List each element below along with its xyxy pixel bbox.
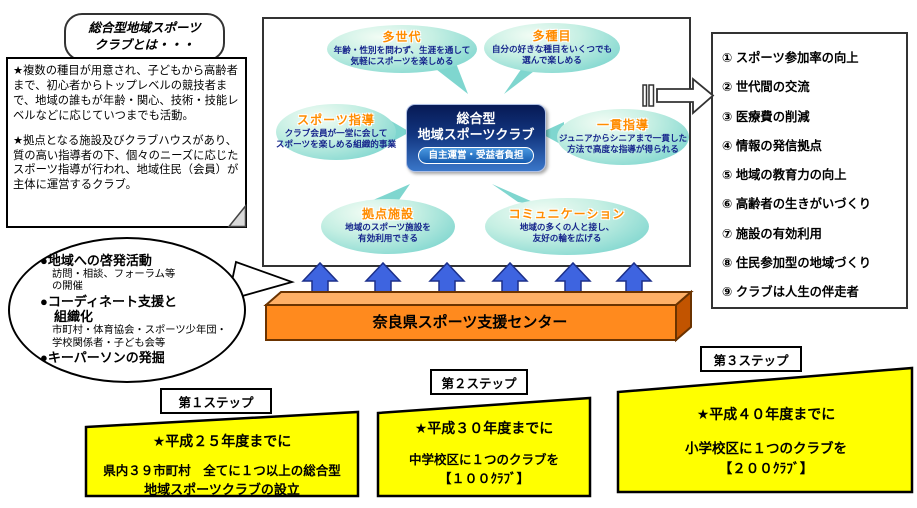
up-arrow-icons [301, 261, 653, 305]
callout-item1-title: ●地域への啓発活動 [40, 253, 152, 268]
central-club-badge: 自主運営・受益者負担 [418, 146, 534, 165]
bubble-communication-line2: 友好の輪を広げる [532, 233, 602, 244]
intro-line1: 総合型地域スポーツ [88, 21, 201, 36]
step3-line2: 小学校区に１つのクラブを [685, 441, 847, 456]
bubble-multi-generation-title: 多世代 [382, 29, 422, 44]
benefits-list-box: ① スポーツ参加率の向上 ② 世代間の交流 ③ 医療費の削減 ④ 情報の発信拠点… [711, 32, 908, 309]
bubble-base-facility: 拠点施設 地域のスポーツ施設を 有効利用できる [321, 199, 455, 254]
step1-label: 第１ステップ [160, 388, 272, 414]
callout-item2-sub2: 学校関係者・子ども会等 [52, 337, 166, 349]
benefit-item-6: ⑥ 高齢者の生きがいづくり [722, 197, 872, 212]
bubble-communication-line1: 地域の多くの人と接し、 [519, 222, 615, 233]
club-concept-frame [262, 17, 691, 267]
central-club-title-line2: 地域スポーツクラブ [417, 126, 535, 142]
step3-line1: ★平成４０年度までに [696, 406, 836, 422]
benefit-item-3: ③ 医療費の削減 [722, 109, 810, 124]
central-club-box: 総合型 地域スポーツクラブ 自主運営・受益者負担 [406, 104, 546, 172]
benefit-item-1: ① スポーツ参加率の向上 [722, 51, 859, 65]
definition-para2: ★拠点となる施設及びクラブハウスがあり、質の高い指導者の下、個々のニーズに応じた… [13, 134, 239, 192]
intro-line2: クラブとは・・・ [94, 38, 195, 52]
bubble-consistent-coaching-line1: ジュニアからシニアまで一貫した [558, 132, 688, 143]
central-club-title-line1: 総合型 [456, 110, 496, 126]
benefit-item-2: ② 世代間の交流 [722, 80, 810, 95]
bubble-communication: コミュニケーション 地域の多くの人と接し、 友好の輪を広げる [485, 198, 649, 255]
support-center-label: 奈良県スポーツ支援センター [372, 314, 568, 331]
bubble-sports-guidance-line2: スポーツを楽しめる組織的事業 [275, 138, 397, 149]
step2-label: 第２ステップ [430, 369, 528, 395]
bubble-sports-guidance-line1: クラブ会員が一堂に会して [284, 127, 388, 138]
benefit-item-5: ⑤ 地域の教育力の向上 [722, 168, 847, 183]
bubble-communication-title: コミュニケーション [508, 207, 626, 222]
step2-line1: ★平成３０年度までに [414, 420, 554, 436]
callout-item1-sub2: の開催 [52, 281, 83, 293]
bubble-multi-generation: 多世代 年齢・性別を問わず、生涯を通して 気軽にスポーツを楽しめる [327, 25, 477, 73]
step3-label: 第３ステップ [700, 346, 802, 372]
bubble-sports-guidance: スポーツ指導 クラブ会員が一堂に会して スポーツを楽しめる組織的事業 [276, 104, 396, 160]
bubble-base-facility-line2: 有効利用できる [358, 233, 418, 244]
step1-box-text: ★平成２５年度までに 県内３９市町村 全てに１つ以上の総合型 地域スポーツクラブ… [88, 431, 356, 498]
step3-box-text: ★平成４０年度までに 小学校区に１つのクラブを 【２００ｸﾗﾌﾞ】 [622, 404, 910, 477]
bubble-consistent-coaching-title: 一貫指導 [596, 117, 649, 132]
bubble-multi-sport-line2: 選んで楽しめる [522, 54, 582, 65]
benefit-item-8: ⑧ 住民参加型の地域づくり [722, 256, 872, 271]
intro-speech-bubble: 総合型地域スポーツ クラブとは・・・ [64, 13, 225, 61]
bubble-consistent-coaching-line2: 方法で高度な指導が得られる [567, 143, 679, 154]
step2-line3: 【１００ｸﾗﾌﾞ】 [438, 471, 530, 486]
definition-para1: ★複数の種目が用意され、子どもから高齢者まで、初心者からトップレベルの競技者まで… [13, 65, 239, 122]
step1-line3: 地域スポーツクラブの設立 [144, 482, 300, 497]
callout-item2-title1: ●コーディネート支援と [40, 293, 177, 309]
definition-box: ★複数の種目が用意され、子どもから高齢者まで、初心者からトップレベルの競技者まで… [6, 57, 247, 228]
bubble-base-facility-line1: 地域のスポーツ施設を [345, 222, 431, 233]
step1-line1: ★平成２５年度までに [152, 433, 292, 449]
bubble-multi-sport-title: 多種目 [532, 28, 572, 43]
bubble-base-facility-title: 拠点施設 [361, 207, 414, 222]
step2-line2: 中学校区に１つのクラブを [408, 453, 559, 467]
bubble-sports-guidance-title: スポーツ指導 [297, 112, 375, 127]
callout-item2-sub1: 市町村・体育協会・スポーツ少年団・ [52, 325, 227, 337]
benefit-item-4: ④ 情報の発信拠点 [722, 138, 822, 153]
callout-item3-title: ●キーパーソンの発掘 [40, 349, 165, 365]
step2-box-text: ★平成３０年度までに 中学校区に１つのクラブを 【１００ｸﾗﾌﾞ】 [380, 418, 588, 487]
bubble-multi-sport-line1: 自分の好きな種目をいくつでも [491, 43, 613, 54]
bubble-consistent-coaching: 一貫指導 ジュニアからシニアまで一貫した 方法で高度な指導が得られる [557, 109, 689, 165]
benefit-item-9: ⑨ クラブは人生の伴走者 [722, 285, 859, 300]
step3-line3: 【２００ｸﾗﾌﾞ】 [718, 461, 814, 476]
callout-item2-title2: 組織化 [54, 309, 94, 325]
support-activities-callout: ●地域への啓発活動 訪問・相談、フォーラム等 の開催 ●コーディネート支援と 組… [8, 237, 246, 383]
bubble-multi-generation-line1: 年齢・性別を問わず、生涯を通して [333, 44, 471, 55]
step-boxes [84, 366, 914, 498]
callout-item1-sub1: 訪問・相談、フォーラム等 [52, 268, 176, 280]
bubble-multi-sport: 多種目 自分の好きな種目をいくつでも 選んで楽しめる [484, 23, 620, 73]
bubble-multi-generation-line2: 気軽にスポーツを楽しめる [350, 55, 454, 66]
support-bar [263, 289, 694, 343]
benefit-item-7: ⑦ 施設の有効利用 [722, 226, 822, 241]
step1-line2: 県内３９市町村 全てに１つ以上の総合型 [103, 464, 341, 478]
